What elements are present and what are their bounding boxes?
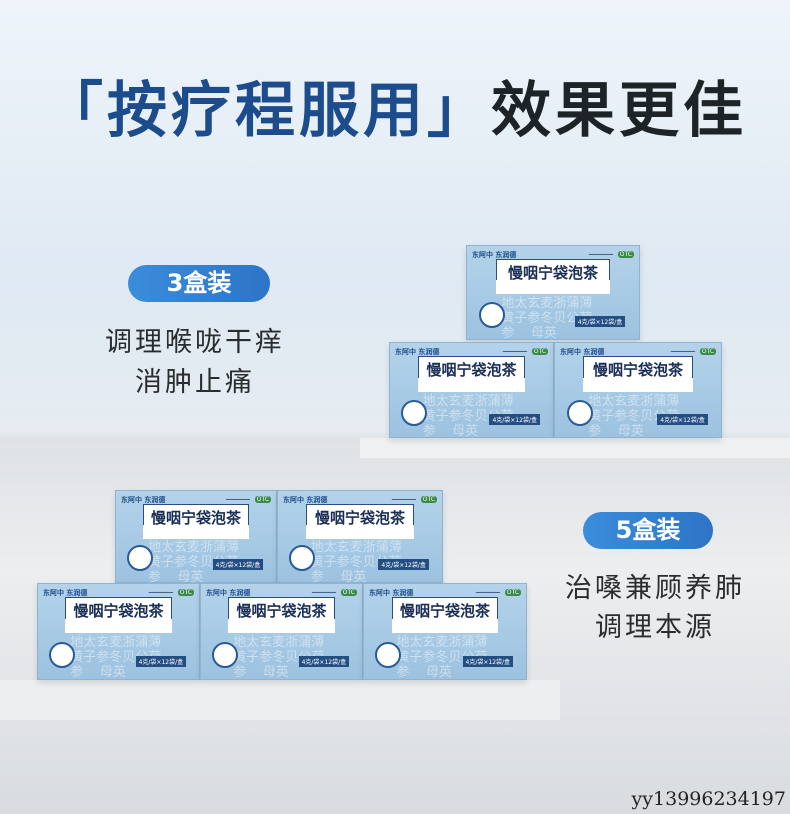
pack5-line-1: 治嗓兼顾养肺 [565, 573, 745, 604]
throat-icon [49, 641, 76, 668]
product-box: 东阿中 东润德 ━━━━━━━━ OTC 慢咽宁袋泡茶 地太玄麦浙蒲薄 黄子参冬… [554, 342, 722, 439]
throat-icon [289, 545, 316, 572]
otc-badge: OTC [177, 589, 194, 596]
product-spec: 4克/袋×12袋/盒 [462, 655, 514, 667]
headline: 「按疗程服用」效果更佳 [0, 62, 790, 149]
product-description [583, 377, 693, 392]
product-description [305, 524, 415, 539]
lower-platform [0, 680, 560, 720]
otc-badge: OTC [617, 251, 634, 258]
headline-rest: 效果更佳 [491, 76, 747, 146]
herb-watermark: 地太玄麦浙蒲薄 黄子参冬贝公荷 参 母英 [501, 296, 593, 342]
brand-logo: 东阿中 东润德 [121, 496, 166, 504]
herb-watermark: 地太玄麦浙蒲薄 黄子参冬贝公荷 参 母英 [588, 393, 680, 439]
pack3-line-2: 消肿止痛 [135, 367, 255, 398]
product-box: 东阿中 东润德 ━━━━━━━━ OTC 慢咽宁袋泡茶 地太玄麦浙蒲薄 黄子参冬… [37, 583, 200, 680]
product-box: 东阿中 东润德 ━━━━━━━━ OTC 慢咽宁袋泡茶 地太玄麦浙蒲薄 黄子参冬… [466, 245, 640, 342]
product-spec: 4克/袋×12袋/盒 [298, 655, 350, 667]
otc-badge: OTC [420, 496, 437, 503]
pack3-line-1: 调理喉咙干痒 [105, 327, 285, 358]
product-spec: 4克/袋×12袋/盒 [378, 559, 429, 571]
upper-platform [360, 438, 790, 458]
herb-watermark: 地太玄麦浙蒲薄 黄子参冬贝公荷 参 母英 [396, 635, 488, 681]
throat-icon [375, 641, 402, 668]
product-description [391, 619, 499, 634]
product-spec: 4克/袋×12袋/盒 [657, 413, 708, 425]
headline-highlight: 「按疗程服用」 [43, 76, 491, 146]
brand-logo: 东阿中 东润德 [206, 589, 251, 597]
pack5-badge: 5盒装 [583, 512, 713, 549]
herb-watermark: 地太玄麦浙蒲薄 黄子参冬贝公荷 参 母英 [310, 540, 402, 586]
registration-text: ━━━━━━━━ [588, 252, 613, 258]
pack5-line-2: 调理本源 [595, 612, 715, 643]
product-description [143, 524, 249, 539]
product-spec: 4克/袋×12袋/盒 [212, 559, 264, 571]
herb-watermark: 地太玄麦浙蒲薄 黄子参冬贝公荷 参 母英 [148, 540, 240, 586]
product-spec: 4克/袋×12袋/盒 [574, 315, 626, 327]
product-description [496, 280, 610, 295]
product-spec: 4克/袋×12袋/盒 [489, 413, 540, 425]
otc-badge: OTC [699, 348, 716, 355]
brand-logo: 东阿中 东润德 [472, 251, 517, 259]
watermark: yy13996234197 [631, 788, 786, 810]
brand-logo: 东阿中 东润德 [395, 348, 440, 356]
registration-text: ━━━━━━━━ [391, 497, 416, 503]
throat-icon [479, 301, 506, 328]
pack3-badge: 3盒装 [128, 265, 270, 302]
product-box: 东阿中 东润德 ━━━━━━━━ OTC 慢咽宁袋泡茶 地太玄麦浙蒲薄 黄子参冬… [389, 342, 554, 439]
brand-logo: 东阿中 东润德 [369, 589, 414, 597]
otc-badge: OTC [340, 589, 357, 596]
throat-icon [566, 399, 593, 426]
registration-text: ━━━━━━━━ [475, 590, 500, 596]
otc-badge: OTC [254, 496, 271, 503]
otc-badge: OTC [531, 348, 548, 355]
registration-text: ━━━━━━━━ [311, 590, 336, 596]
registration-text: ━━━━━━━━ [502, 349, 527, 355]
product-box: 东阿中 东润德 ━━━━━━━━ OTC 慢咽宁袋泡茶 地太玄麦浙蒲薄 黄子参冬… [115, 490, 277, 586]
product-box: 东阿中 东润德 ━━━━━━━━ OTC 慢咽宁袋泡茶 地太玄麦浙蒲薄 黄子参冬… [363, 583, 527, 680]
registration-text: ━━━━━━━━ [225, 497, 250, 503]
product-description [417, 377, 526, 392]
throat-icon [401, 399, 428, 426]
registration-text: ━━━━━━━━ [670, 349, 695, 355]
registration-text: ━━━━━━━━ [148, 590, 173, 596]
product-box: 东阿中 东润德 ━━━━━━━━ OTC 慢咽宁袋泡茶 地太玄麦浙蒲薄 黄子参冬… [277, 490, 443, 586]
product-spec: 4克/袋×12袋/盒 [135, 655, 187, 667]
brand-logo: 东阿中 东润德 [283, 496, 328, 504]
product-description [228, 619, 335, 634]
otc-badge: OTC [504, 589, 521, 596]
throat-icon [127, 545, 154, 572]
product-box: 东阿中 东润德 ━━━━━━━━ OTC 慢咽宁袋泡茶 地太玄麦浙蒲薄 黄子参冬… [200, 583, 363, 680]
herb-watermark: 地太玄麦浙蒲薄 黄子参冬贝公荷 参 母英 [422, 393, 514, 439]
product-description [65, 619, 172, 634]
throat-icon [212, 641, 239, 668]
brand-logo: 东阿中 东润德 [43, 589, 88, 597]
brand-logo: 东阿中 东润德 [560, 348, 605, 356]
